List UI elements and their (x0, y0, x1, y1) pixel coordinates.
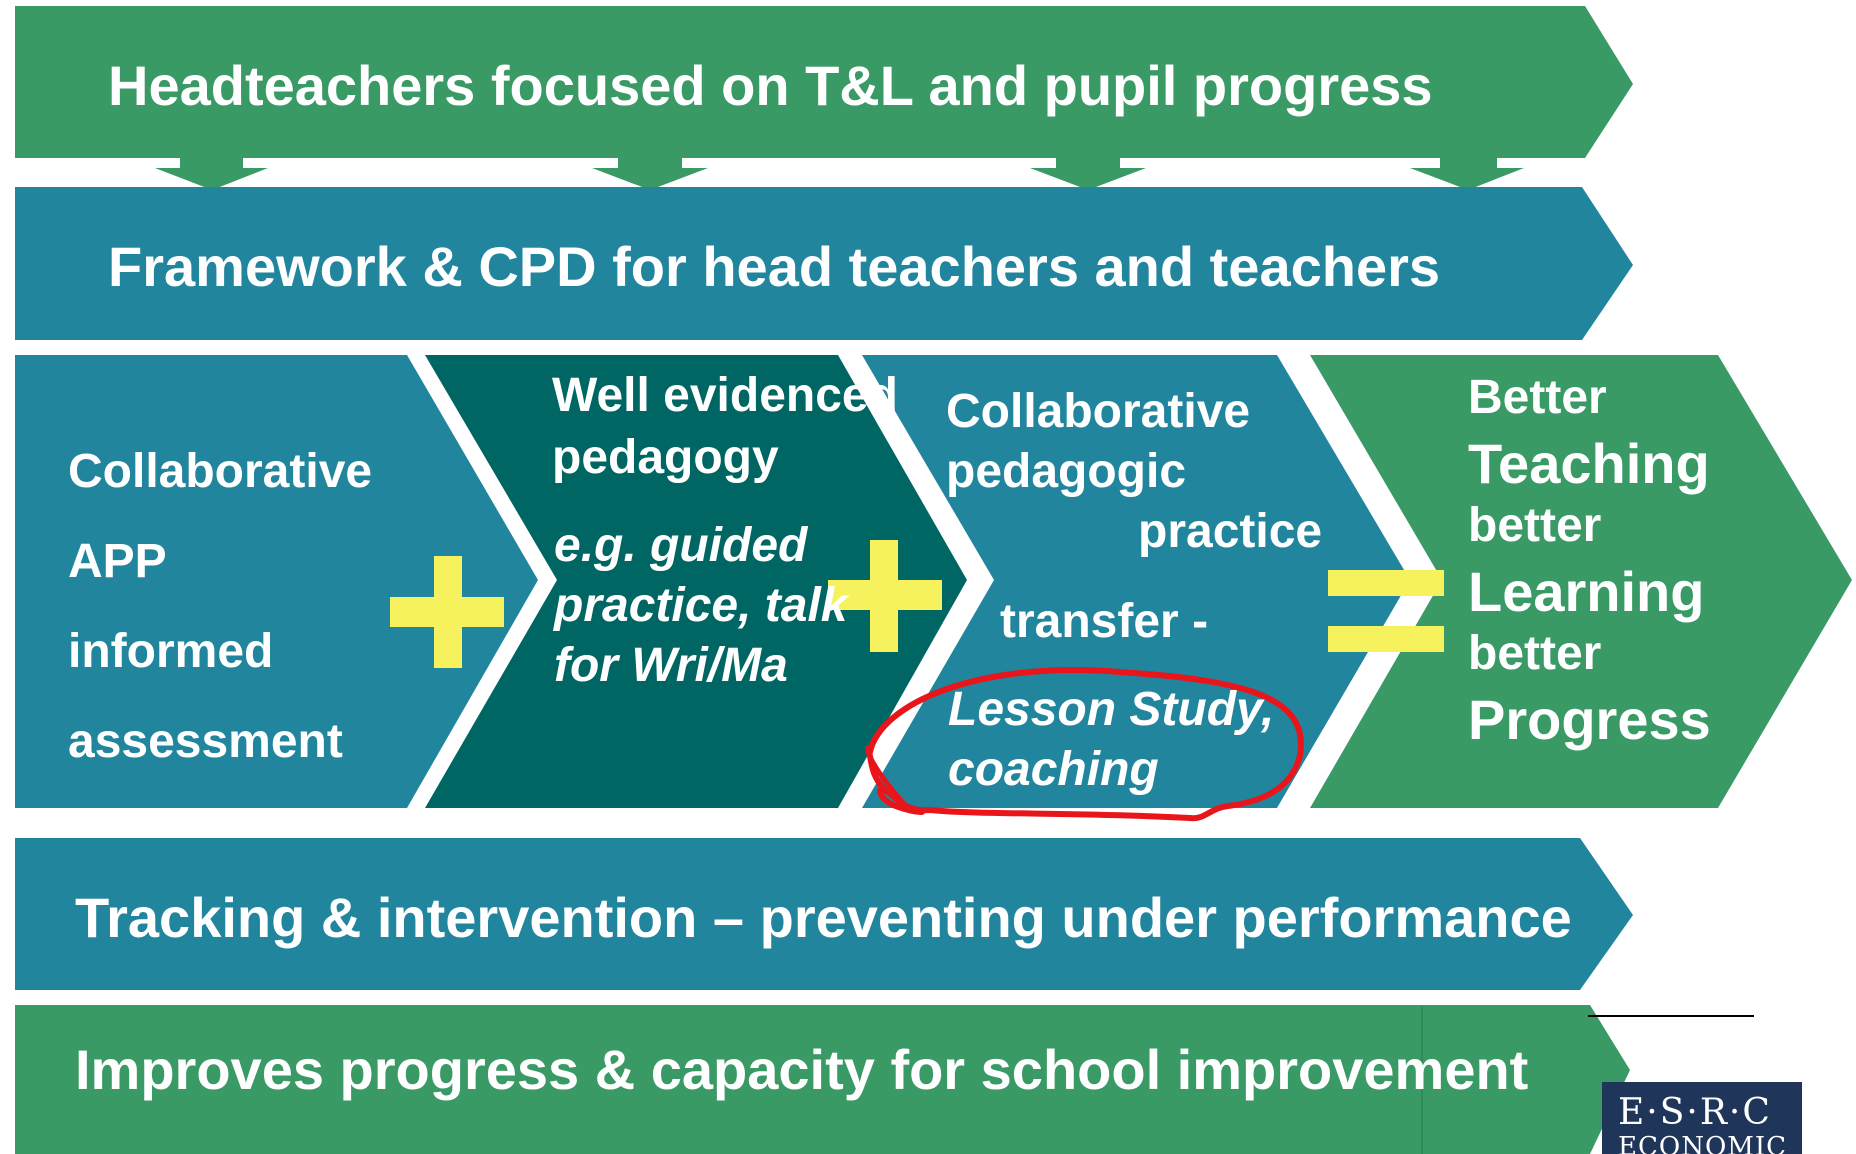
down-arrow-3 (1030, 158, 1146, 190)
assessment-line-2: APP (68, 535, 167, 588)
pedagogy-example-line-1: e.g. guided (554, 519, 808, 572)
improves-label: Improves progress & capacity for school … (75, 1038, 1529, 1101)
assessment-line-3: informed (68, 625, 274, 678)
practice-title-line-2: pedagogic (946, 445, 1187, 498)
headteachers-banner-shape (15, 6, 1633, 158)
outcome-chevron-shape (1310, 355, 1852, 808)
plus-symbol-2 (828, 540, 942, 652)
headteachers-label: Headteachers focused on T&L and pupil pr… (108, 54, 1433, 117)
practice-chevron-shape (862, 355, 1410, 808)
pedagogy-chevron-shape (425, 355, 967, 808)
practice-transfer: transfer - (1000, 595, 1209, 648)
outcome-better-1: Better (1468, 371, 1607, 424)
outcome-learning: Learning (1468, 560, 1705, 623)
framework-banner-shape (15, 187, 1633, 340)
practice-title-line-1: Collaborative (946, 385, 1251, 438)
red-annotation-tail (865, 749, 908, 808)
practice-example-line-1: Lesson Study, (948, 683, 1275, 736)
assessment-line-4: assessment (68, 715, 343, 768)
down-arrow-1 (155, 158, 268, 190)
esrc-logo-line-2: ECONOMIC (1618, 1132, 1788, 1154)
assessment-chevron-shape (15, 355, 538, 808)
outcome-progress: Progress (1468, 688, 1711, 751)
practice-example-line-2: coaching (948, 743, 1159, 796)
outcome-better-3: better (1468, 627, 1602, 680)
tracking-label: Tracking & intervention – preventing und… (75, 886, 1572, 949)
plus-symbol-1 (390, 556, 504, 668)
pedagogy-title-line-2: pedagogy (552, 431, 779, 484)
tracking-banner-shape (15, 838, 1633, 990)
equals-symbol (1328, 570, 1444, 652)
assessment-line-1: Collaborative (68, 445, 373, 498)
red-annotation-circle (865, 667, 1304, 822)
down-arrow-2 (592, 158, 708, 190)
pedagogy-title-line-1: Well evidenced (552, 369, 898, 422)
esrc-logo-line-1: E·S·R·C (1618, 1092, 1772, 1133)
outcome-better-2: better (1468, 499, 1602, 552)
outcome-teaching: Teaching (1468, 432, 1710, 495)
pedagogy-example-line-3: for Wri/Ma (554, 639, 788, 692)
pedagogy-example-line-2: practice, talk (554, 579, 848, 632)
practice-title-line-3: practice (1138, 505, 1323, 558)
down-arrow-4 (1410, 158, 1524, 190)
framework-label: Framework & CPD for head teachers and te… (108, 235, 1441, 298)
improves-banner-shape (15, 1005, 1630, 1154)
esrc-logo: E·S·R·C ECONOMIC (1602, 1082, 1802, 1154)
